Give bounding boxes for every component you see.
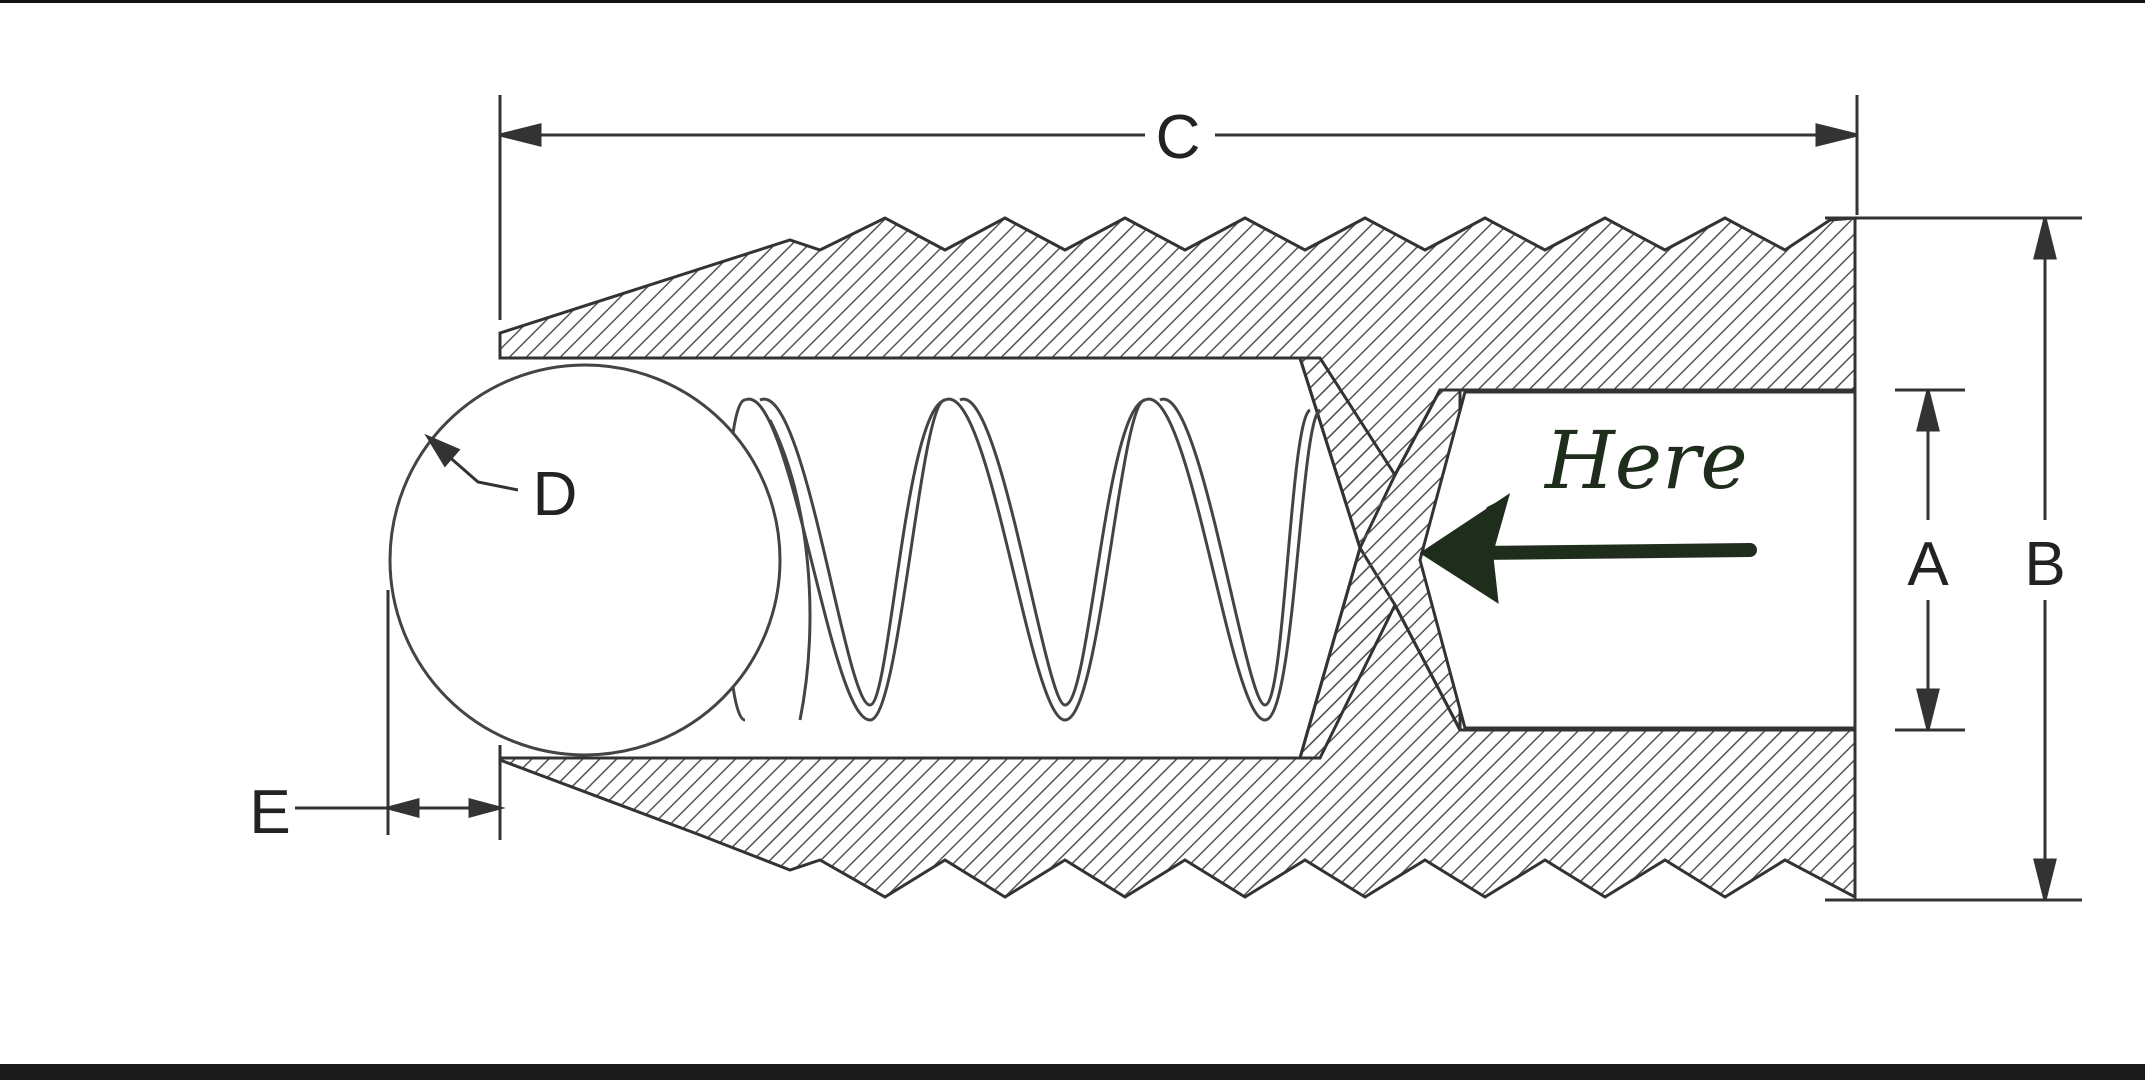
label-b: B: [2024, 530, 2065, 599]
handwritten-annotation: Here: [1419, 414, 1757, 604]
annotation-text: Here: [1543, 414, 1748, 507]
top-border: [0, 0, 2145, 3]
dimension-d: [424, 433, 519, 492]
threaded-body: [498, 216, 1857, 900]
dimension-c: [498, 95, 1859, 320]
label-e: E: [249, 778, 290, 847]
spring: [724, 397, 1322, 722]
label-d: D: [533, 460, 578, 529]
bottom-border: [0, 1064, 2145, 1080]
dimension-a: [1895, 388, 1965, 732]
dimension-b: [1825, 216, 2082, 902]
dimension-e: [295, 590, 506, 840]
ball: [388, 363, 782, 757]
arrow-left-icon: [1419, 493, 1757, 604]
label-a: A: [1907, 530, 1949, 599]
label-c: C: [1156, 103, 1201, 172]
